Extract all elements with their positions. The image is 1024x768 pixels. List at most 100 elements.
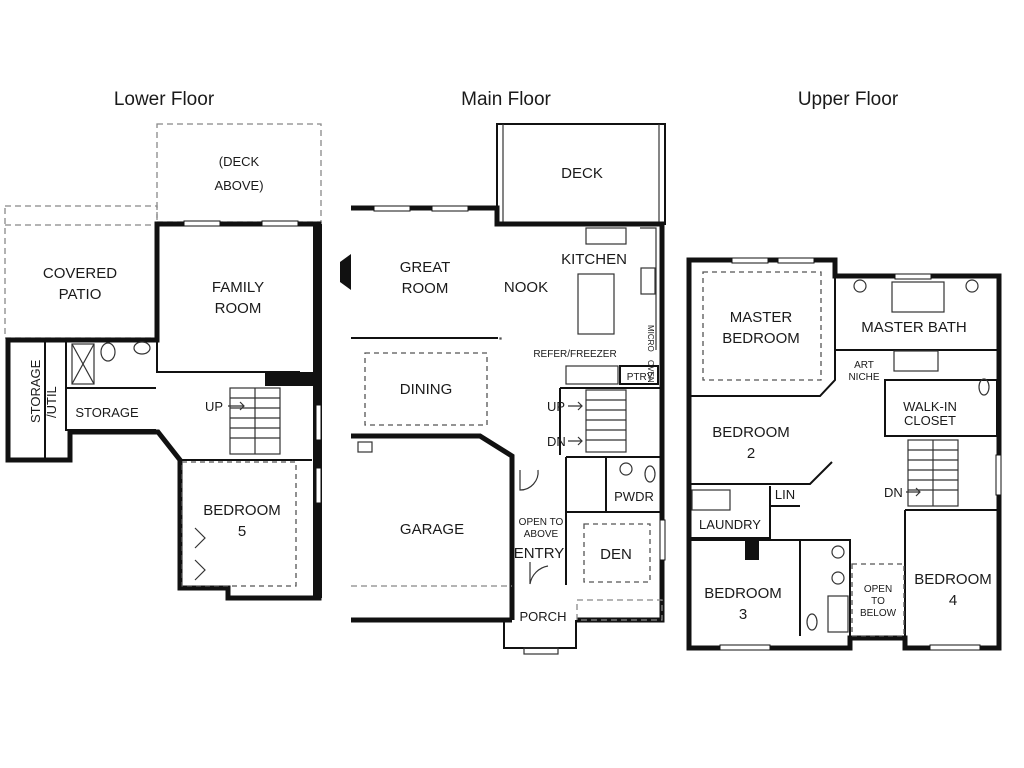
master-bedroom-label-2: BEDROOM	[722, 330, 800, 347]
window	[315, 467, 322, 504]
washer-dryer	[691, 489, 731, 511]
great-room-label-1: GREAT	[400, 259, 451, 276]
bedroom2-label-1: BEDROOM	[712, 424, 790, 441]
pwdr-label: PWDR	[614, 489, 654, 504]
window	[719, 644, 771, 651]
hall-sink-2	[831, 571, 845, 585]
den-label: DEN	[600, 546, 632, 563]
window	[431, 205, 469, 212]
family-room-label-2: ROOM	[215, 300, 262, 317]
fireplace-icon	[340, 254, 351, 290]
water-heater	[357, 441, 373, 453]
window	[183, 220, 221, 227]
micro-label: MICRO	[646, 325, 655, 352]
kitchen-counter	[640, 227, 657, 350]
open-below-label-1: OPEN	[864, 584, 892, 595]
porch-label: PORCH	[520, 609, 567, 624]
hall-toilet	[806, 613, 818, 631]
upper-stairs	[907, 439, 959, 507]
master-tub	[891, 281, 945, 313]
lower-stairs	[229, 387, 281, 455]
down-arrow-icon	[906, 487, 921, 497]
window	[731, 257, 769, 264]
open-above-label-1: OPEN TO	[519, 517, 564, 528]
window	[659, 519, 666, 561]
main-floor-title: Main Floor	[461, 89, 551, 110]
bedroom4-label-1: BEDROOM	[914, 571, 992, 588]
window	[995, 454, 1002, 496]
master-bedroom-label-1: MASTER	[730, 309, 793, 326]
window	[894, 273, 932, 280]
dining-outline	[364, 352, 488, 426]
pwdr-toilet	[644, 465, 656, 483]
entry-label: ENTRY	[514, 545, 565, 562]
hall-tub	[827, 595, 849, 633]
bedroom5-closet-doors	[194, 527, 206, 581]
main-up-label: UP	[547, 399, 565, 414]
lower-floor-title: Lower Floor	[114, 89, 215, 110]
pwdr-sink	[619, 462, 633, 476]
covered-patio-label-1: COVERED	[43, 265, 117, 282]
lower-floor-plan: (DECK ABOVE) COVERED PATIO FAMILY ROOM S…	[4, 123, 322, 601]
open-below-outline	[851, 563, 905, 637]
window	[261, 220, 299, 227]
window	[315, 404, 322, 441]
main-outer-wall	[351, 205, 665, 623]
laundry-walls	[689, 486, 800, 539]
porch-outline	[503, 620, 577, 649]
oven-label: OVEN	[646, 360, 655, 383]
great-room-label-2: ROOM	[402, 280, 449, 297]
pantry-box	[619, 365, 659, 385]
porch-step	[523, 647, 559, 655]
bedroom5-label-2: 5	[238, 523, 246, 540]
walkin-label-2: CLOSET	[904, 413, 956, 428]
kitchen-label: KITCHEN	[561, 251, 627, 268]
storage-label: STORAGE	[75, 405, 139, 420]
up-arrow-icon	[228, 401, 245, 411]
cooktop	[640, 267, 656, 295]
up-arrow-icon	[568, 401, 583, 411]
art-niche-label-2: NICHE	[848, 372, 879, 383]
stair-walls	[559, 387, 662, 455]
sink-fixture	[133, 341, 151, 355]
upper-floor-title: Upper Floor	[798, 89, 899, 110]
master-bedroom-outline	[702, 271, 822, 381]
column-block	[745, 540, 759, 560]
dining-label: DINING	[400, 381, 453, 398]
window	[777, 257, 815, 264]
toilet-fixture	[100, 342, 116, 362]
walkin-label-1: WALK-IN	[903, 399, 957, 414]
down-arrow-icon	[568, 436, 583, 446]
deck-label: DECK	[561, 165, 603, 182]
garage-label: GARAGE	[400, 521, 464, 538]
bedroom4-wall	[904, 509, 999, 648]
deck-above-label-2: ABOVE)	[214, 178, 263, 193]
window	[929, 644, 981, 651]
master-sink-1	[853, 279, 867, 293]
family-room-label-1: FAMILY	[212, 279, 264, 296]
deck-above-outline	[156, 123, 322, 223]
upper-dn-label: DN	[884, 485, 903, 500]
bedroom2-wall	[689, 461, 833, 485]
porch-roof-line	[576, 599, 663, 621]
main-stairs	[585, 389, 627, 453]
front-door-icon	[529, 562, 549, 585]
open-below-label-3: BELOW	[860, 608, 897, 619]
bedroom3-label-2: 3	[739, 606, 747, 623]
kitchen-island	[577, 273, 615, 335]
refer-freezer-label: REFER/FREEZER	[533, 349, 616, 360]
master-bath-label: MASTER BATH	[861, 319, 967, 336]
shower-fixture	[71, 343, 95, 385]
entry-door-icon	[519, 469, 539, 491]
art-niche-label-1: ART	[854, 360, 874, 371]
deck-above-label-1: (DECK	[219, 154, 260, 169]
master-toilet	[978, 378, 990, 396]
master-sink-2	[965, 279, 979, 293]
bedroom2-label-2: 2	[747, 445, 755, 462]
den-pwdr-walls	[565, 456, 662, 585]
hall-sink-1	[831, 545, 845, 559]
pantry-label: PTRY	[627, 372, 654, 383]
linen-label: LIN	[775, 487, 795, 502]
upper-floor-plan: MASTER BEDROOM MASTER BATH ART NICHE WAL…	[686, 257, 1002, 651]
